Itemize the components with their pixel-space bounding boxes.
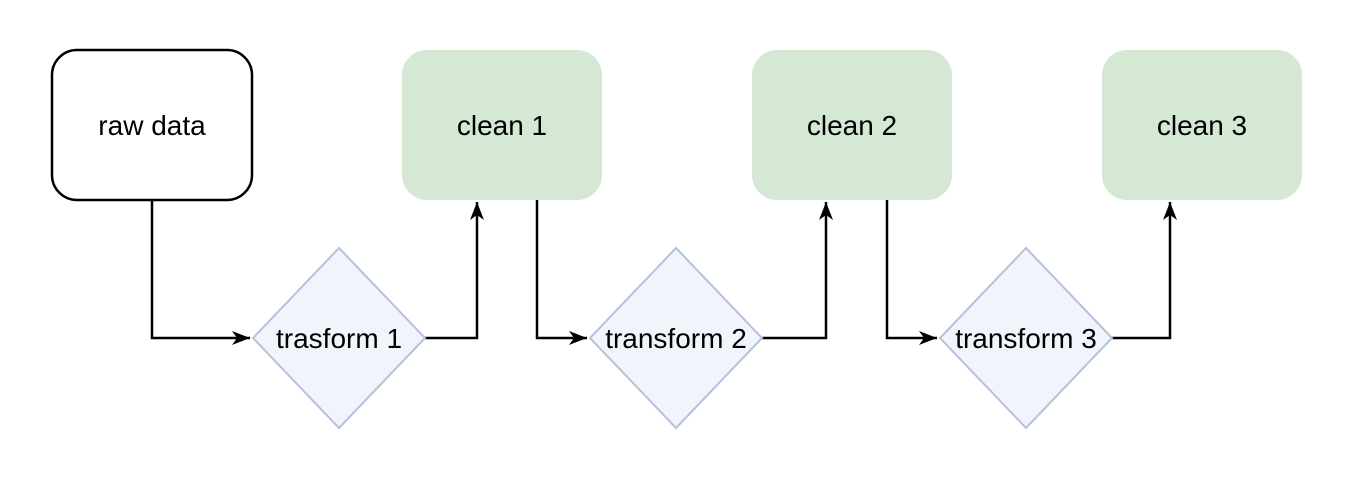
transform-node-1: trasform 1 (251, 246, 427, 430)
clean-1-label: clean 1 (457, 110, 547, 141)
transform-1-shape (251, 246, 427, 430)
connector-rawdata-to-transform1 (150, 200, 250, 345)
transform-3-label: transform 3 (955, 323, 1097, 354)
clean-2-label: clean 2 (807, 110, 897, 141)
clean-2-shape (752, 50, 952, 200)
transform-1-label: trasform 1 (276, 323, 402, 354)
clean-1-shape (402, 50, 602, 200)
transform-2-label: transform 2 (605, 323, 747, 354)
connector-clean2-to-transform3 (885, 200, 937, 345)
raw-data-node: raw data (50, 48, 254, 202)
clean-3-label: clean 3 (1157, 110, 1247, 141)
clean-3-shape (1102, 50, 1302, 200)
transform-node-3: transform 3 (938, 246, 1114, 430)
clean-node-1: clean 1 (402, 50, 602, 200)
connector-transform1-to-clean1 (425, 202, 484, 340)
raw-data-label: raw data (98, 110, 206, 141)
transform-3-shape (938, 246, 1114, 430)
clean-node-3: clean 3 (1102, 50, 1302, 200)
clean-node-2: clean 2 (752, 50, 952, 200)
transform-2-shape (588, 246, 764, 430)
connector-transform3-to-clean3 (1112, 202, 1177, 340)
connector-clean1-to-transform2 (535, 200, 587, 345)
raw-data-shape (50, 48, 254, 202)
transform-node-2: transform 2 (588, 246, 764, 430)
connector-transform2-to-clean2 (762, 202, 833, 340)
